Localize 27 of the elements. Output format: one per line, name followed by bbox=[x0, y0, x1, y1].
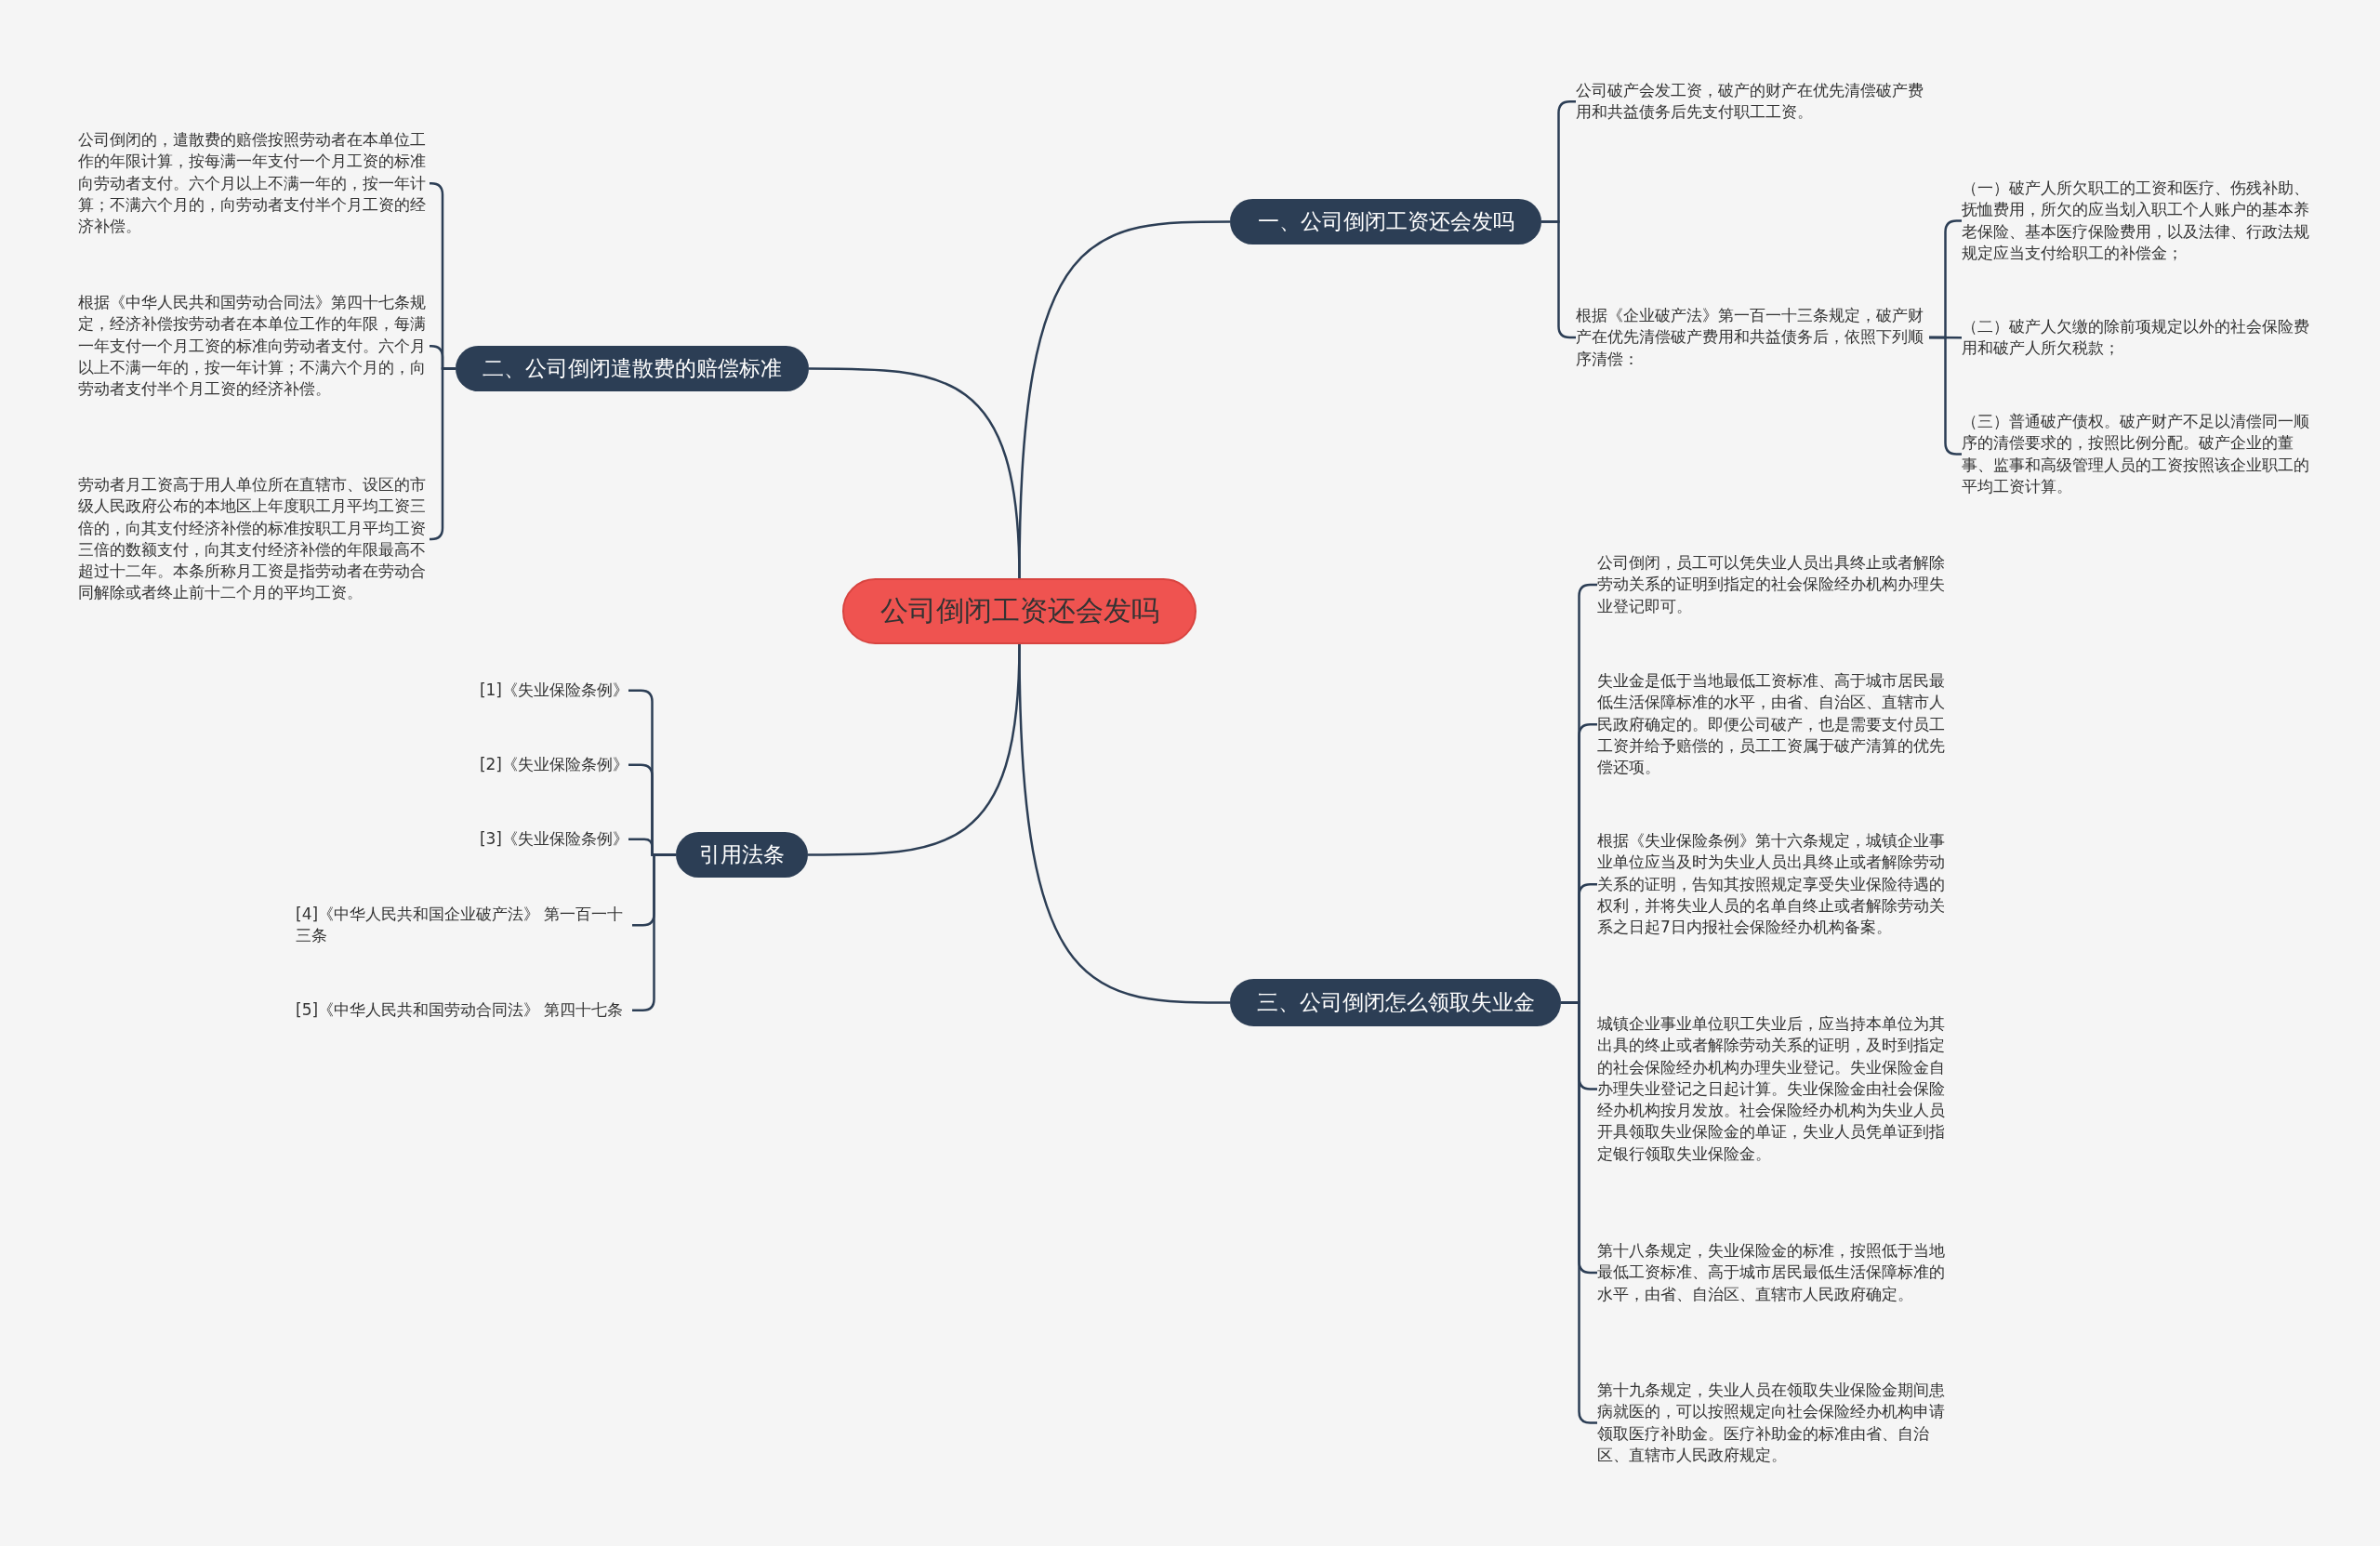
topic-text: 根据《中华人民共和国劳动合同法》第四十七条规定，经济补偿按劳动者在本单位工作的年限，每满一年支付一个月工资的标准向劳动者支付。六个月以上不满一年的，按一年计算；不满六个月的，向劳动者支付半个月工资的经济补偿。 bbox=[78, 292, 430, 401]
connector-line bbox=[809, 367, 1021, 579]
topic-text: 根据《失业保险条例》第十六条规定，城镇企业事业单位应当及时为失业人员出具终止或者解除劳动关系的证明，告知其按照规定享受失业保险待遇的权利，并将失业人员的名单自终止或者解除劳动关系之日起7日内报社会保险经办机构备案。 bbox=[1597, 830, 1952, 939]
connector-line bbox=[1561, 1001, 1597, 1424]
topic-text: 第十九条规定，失业人员在领取失业保险金期间患病就医的，可以按照规定向社会保险经办机构申请领取医疗补助金。医疗补助金的标准由省、自治区、直辖市人民政府规定。 bbox=[1597, 1380, 1952, 1467]
topic-text: [2]《失业保险条例》 bbox=[437, 754, 628, 776]
topic-text: 劳动者月工资高于用人单位所在直辖市、设区的市级人民政府公布的本地区上年度职工月平均工资三倍的，向其支付经济补偿的标准按职工月平均工资三倍的数额支付，向其支付经济补偿的年限最高不超过十二年。本条所称月工资是指劳动者在劳动合同解除或者终止前十二个月的平均工资。 bbox=[78, 474, 430, 604]
topic-text: 根据《企业破产法》第一百一十三条规定，破产财产在优先清偿破产费用和共益债务后，依照下列顺序清偿： bbox=[1576, 305, 1929, 370]
topic-text: 第十八条规定，失业保险金的标准，按照低于当地最低工资标准、高于城市居民最低生活保障标准的水平，由省、自治区、直辖市人民政府确定。 bbox=[1597, 1240, 1952, 1305]
topic-text: [5]《中华人民共和国劳动合同法》 第四十七条 bbox=[296, 999, 632, 1022]
topic-text: （一）破产人所欠职工的工资和医疗、伤残补助、抚恤费用，所欠的应当划入职工个人账户的基本养老保险、基本医疗保险费用，以及法律、行政法规规定应当支付给职工的补偿金； bbox=[1962, 178, 2315, 265]
branch-topic: 三、公司倒闭怎么领取失业金 bbox=[1230, 979, 1561, 1026]
topic-text: 公司破产会发工资，破产的财产在优先清偿破产费用和共益债务后先支付职工工资。 bbox=[1576, 80, 1929, 124]
topic-text: [1]《失业保险条例》 bbox=[437, 680, 628, 702]
topic-text: （二）破产人欠缴的除前项规定以外的社会保险费用和破产人所欠税款； bbox=[1962, 316, 2315, 360]
central-topic: 公司倒闭工资还会发吗 bbox=[842, 578, 1197, 644]
topic-text: 失业金是低于当地最低工资标准、高于城市居民最低生活保障标准的水平，由省、自治区、直辖市人民政府确定的。即便公司破产，也是需要支付员工工资并给予赔偿的，员工工资属于破产清算的优先偿还项。 bbox=[1597, 670, 1952, 779]
topic-text: 公司倒闭的，遣散费的赔偿按照劳动者在本单位工作的年限计算，按每满一年支付一个月工资的标准向劳动者支付。六个月以上不满一年的，按一年计算；不满六个月的，向劳动者支付半个月工资的经济补偿。 bbox=[78, 129, 430, 238]
branch-topic: 一、公司倒闭工资还会发吗 bbox=[1230, 199, 1541, 244]
topic-text: 公司倒闭，员工可以凭失业人员出具终止或者解除劳动关系的证明到指定的社会保险经办机构办理失业登记即可。 bbox=[1597, 552, 1952, 617]
topic-text: （三）普通破产债权。破产财产不足以清偿同一顺序的清偿要求的，按照比例分配。破产企业的董事、监事和高级管理人员的工资按照该企业职工的平均工资计算。 bbox=[1962, 411, 2315, 498]
branch-topic: 引用法条 bbox=[676, 832, 808, 878]
topic-text: 城镇企业事业单位职工失业后，应当持本单位为其出具的终止或者解除劳动关系的证明，及时到指定的社会保险经办机构办理失业登记。失业保险金自办理失业登记之日起计算。失业保险金由社会保险经办机构按月发放。社会保险经办机构为失业人员开具领取失业保险金的单证，失业人员凭单证到指定银行领取失业保险金。 bbox=[1597, 1013, 1952, 1166]
topic-text: [4]《中华人民共和国企业破产法》 第一百一十三条 bbox=[296, 904, 632, 947]
topic-text: [3]《失业保险条例》 bbox=[437, 828, 628, 851]
branch-topic: 二、公司倒闭遣散费的赔偿标准 bbox=[456, 346, 809, 391]
connector-line bbox=[1018, 643, 1230, 1004]
